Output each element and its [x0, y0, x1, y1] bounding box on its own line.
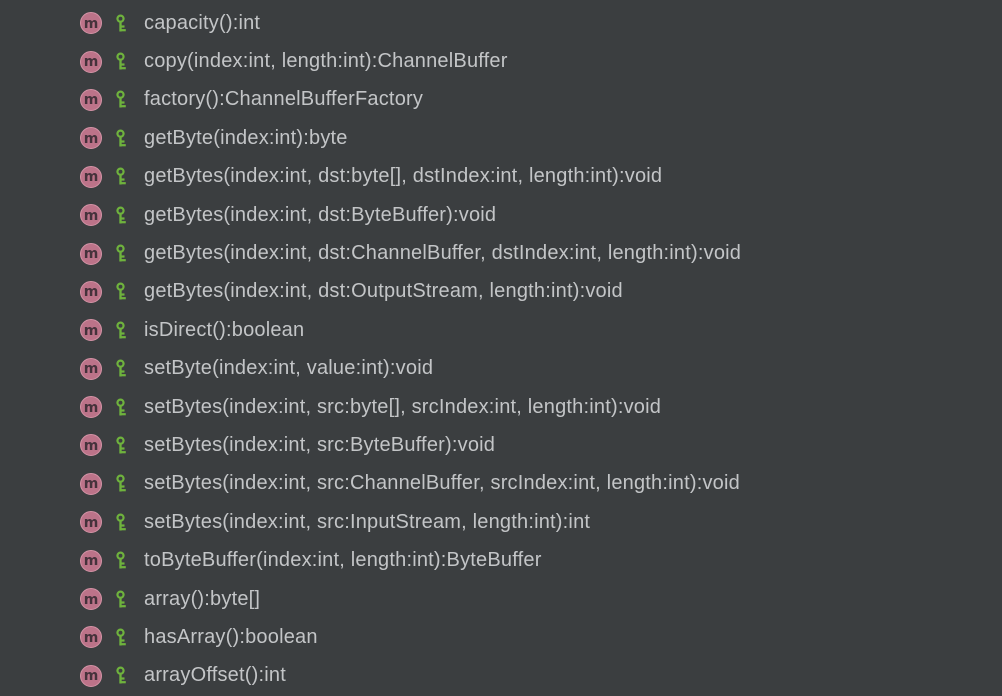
method-icon-letter: m: [83, 207, 99, 224]
method-icon: m: [80, 396, 102, 419]
method-icon-letter: m: [83, 437, 99, 454]
method-icon-letter: m: [83, 246, 99, 263]
method-signature: capacity():int: [144, 11, 261, 34]
method-icon: m: [80, 588, 102, 611]
method-icon: m: [80, 434, 102, 457]
method-signature: getBytes(index:int, dst:byte[], dstIndex…: [144, 165, 663, 188]
method-icon-letter: m: [83, 15, 99, 32]
public-key-icon: [111, 244, 129, 264]
method-icon-letter: m: [83, 553, 99, 570]
method-signature: setByte(index:int, value:int):void: [144, 357, 434, 380]
public-key-icon: [111, 666, 129, 686]
method-row[interactable]: m getBytes(index:int, dst:ByteBuffer):vo…: [80, 196, 1002, 234]
method-icon-letter: m: [83, 361, 99, 378]
method-icon: m: [80, 204, 102, 227]
method-row[interactable]: m isDirect():boolean: [80, 311, 1002, 349]
method-icon: m: [80, 511, 102, 534]
method-icon-letter: m: [83, 514, 99, 531]
method-signature: getBytes(index:int, dst:ByteBuffer):void: [144, 203, 497, 226]
method-icon-letter: m: [83, 322, 99, 339]
method-row[interactable]: m setBytes(index:int, src:InputStream, l…: [80, 503, 1002, 541]
method-icon: m: [80, 319, 102, 342]
method-icon-letter: m: [83, 169, 99, 186]
method-signature: isDirect():boolean: [144, 318, 305, 341]
method-signature: getByte(index:int):byte: [144, 126, 348, 149]
method-row[interactable]: m getByte(index:int):byte: [80, 119, 1002, 157]
method-icon-letter: m: [83, 54, 99, 71]
method-signature: getBytes(index:int, dst:OutputStream, le…: [144, 280, 623, 303]
public-key-icon: [111, 13, 129, 33]
method-icon-letter: m: [83, 399, 99, 416]
method-icon-letter: m: [83, 629, 99, 646]
method-icon: m: [80, 626, 102, 649]
public-key-icon: [111, 627, 129, 647]
method-row[interactable]: m getBytes(index:int, dst:ChannelBuffer,…: [80, 234, 1002, 272]
public-key-icon: [111, 282, 129, 302]
public-key-icon: [111, 90, 129, 110]
public-key-icon: [111, 435, 129, 455]
method-icon: m: [80, 127, 102, 150]
method-row[interactable]: m capacity():int: [80, 4, 1002, 42]
method-row[interactable]: m toByteBuffer(index:int, length:int):By…: [80, 541, 1002, 579]
method-signature: setBytes(index:int, src:InputStream, len…: [144, 510, 591, 533]
public-key-icon: [111, 474, 129, 494]
method-signature: array():byte[]: [144, 587, 261, 610]
method-row[interactable]: m hasArray():boolean: [80, 618, 1002, 656]
method-row[interactable]: m getBytes(index:int, dst:OutputStream, …: [80, 273, 1002, 311]
public-key-icon: [111, 167, 129, 187]
public-key-icon: [111, 205, 129, 225]
public-key-icon: [111, 512, 129, 532]
method-row[interactable]: m setBytes(index:int, src:ByteBuffer):vo…: [80, 426, 1002, 464]
method-signature: toByteBuffer(index:int, length:int):Byte…: [144, 549, 542, 572]
method-icon-letter: m: [83, 668, 99, 685]
method-icon: m: [80, 88, 102, 111]
method-signature: setBytes(index:int, src:ChannelBuffer, s…: [144, 472, 740, 495]
method-row[interactable]: m getBytes(index:int, dst:byte[], dstInd…: [80, 158, 1002, 196]
public-key-icon: [111, 551, 129, 571]
method-row[interactable]: m array():byte[]: [80, 580, 1002, 618]
method-icon: m: [80, 50, 102, 73]
method-icon-letter: m: [83, 130, 99, 147]
method-row[interactable]: m factory():ChannelBufferFactory: [80, 81, 1002, 119]
method-icon-letter: m: [83, 284, 99, 301]
method-icon: m: [80, 549, 102, 572]
method-signature: factory():ChannelBufferFactory: [144, 88, 424, 111]
method-icon: m: [80, 472, 102, 495]
public-key-icon: [111, 589, 129, 609]
method-icon: m: [80, 242, 102, 265]
method-icon-letter: m: [83, 92, 99, 109]
method-signature: getBytes(index:int, dst:ChannelBuffer, d…: [144, 242, 742, 265]
method-signature: arrayOffset():int: [144, 664, 286, 687]
method-icon-letter: m: [83, 476, 99, 493]
method-signature: copy(index:int, length:int):ChannelBuffe…: [144, 50, 508, 73]
method-icon: m: [80, 357, 102, 380]
method-icon: m: [80, 664, 102, 687]
method-row[interactable]: m arrayOffset():int: [80, 657, 1002, 695]
public-key-icon: [111, 52, 129, 72]
method-icon: m: [80, 165, 102, 188]
public-key-icon: [111, 128, 129, 148]
method-row[interactable]: m setByte(index:int, value:int):void: [80, 350, 1002, 388]
public-key-icon: [111, 320, 129, 340]
method-row[interactable]: m setBytes(index:int, src:ChannelBuffer,…: [80, 465, 1002, 503]
method-signature: setBytes(index:int, src:byte[], srcIndex…: [144, 395, 662, 418]
method-icon: m: [80, 280, 102, 303]
public-key-icon: [111, 397, 129, 417]
public-key-icon: [111, 359, 129, 379]
method-row[interactable]: m setBytes(index:int, src:byte[], srcInd…: [80, 388, 1002, 426]
method-signature: setBytes(index:int, src:ByteBuffer):void: [144, 433, 496, 456]
method-signature: hasArray():boolean: [144, 625, 318, 648]
method-row[interactable]: m copy(index:int, length:int):ChannelBuf…: [80, 42, 1002, 80]
method-icon-letter: m: [83, 591, 99, 608]
method-icon: m: [80, 12, 102, 35]
